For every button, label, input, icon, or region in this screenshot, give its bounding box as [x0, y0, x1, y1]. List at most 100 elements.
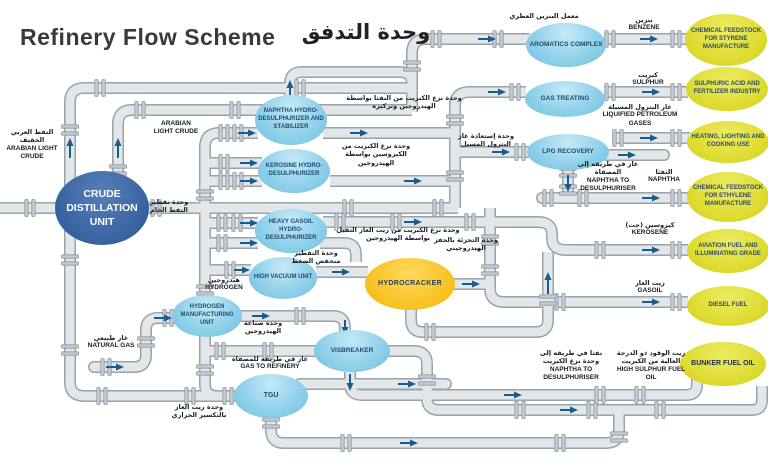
product-label: BUNKER FUEL OIL	[691, 360, 755, 368]
unit-label: HYDROCRACKER	[378, 280, 442, 288]
label-high-sulphur-fuel-oil: زيت الوقود ذو الدرجة العالية من الكبريت …	[612, 349, 690, 383]
label-ar: غاز في طريقه إلى المصفاة	[577, 160, 639, 177]
unit-visbreaker: VISBREAKER	[314, 330, 390, 372]
unit-high-vacuum: HIGH VACUUM UNIT	[249, 257, 317, 299]
label-arabian-light-crude-left: النفط العربي الخفيف ARABIAN LIGHT CRUDE	[6, 128, 58, 162]
label-hydrocracker-arabic: وحدة التجزئة بالحفز الهيدروجيني	[432, 236, 500, 253]
label-naphtha-to-desulphuriser-bottom: نفثا في طريقه إلى وحدة نزع الكبريت NAPHT…	[536, 349, 606, 383]
unit-label: GAS TREATING	[540, 94, 590, 102]
unit-tgu: TGU	[234, 374, 308, 418]
product-label: CHEMICAL FEEDSTOCK FOR STYRENE MANUFACTU…	[690, 28, 762, 50]
label-cdu-arabic: وحدة تقطير النفط الخام	[144, 198, 194, 215]
label-en: HIGH SULPHUR FUEL OIL	[616, 365, 686, 382]
product-label: CHEMICAL FEEDSTOCK FOR ETHYLENE MANUFACT…	[692, 185, 764, 207]
unit-label: CRUDE DISTILLATION UNIT	[66, 187, 138, 229]
unit-label: HIGH VACUUM UNIT	[253, 274, 313, 281]
label-ar: زيت الغاز	[635, 279, 665, 287]
page-title-arabic: وحدة التدفق	[301, 20, 431, 44]
label-arabian-light-crude-mid: ARABIAN LIGHT CRUDE	[152, 120, 200, 137]
label-en: NAPHTHA	[648, 176, 680, 184]
label-en: NAPHTHA TO DESULPHURISER	[580, 176, 636, 193]
label-naphtha-hds-arabic: وحدة نزع الكبريت من النفثا بواسطة الهيدر…	[342, 94, 466, 111]
label-ar: النفثا	[655, 168, 673, 176]
unit-label: LPG RECOVERY	[542, 147, 594, 155]
product-label: DIESEL FUEL	[708, 302, 748, 309]
product-label: AVIATION FUEL AND ILLUMINATING GRADE	[695, 243, 761, 257]
unit-hydrogen-manufacturing: HYDROGEN MANUFACTURING UNIT	[172, 295, 242, 337]
label-lpg-recovery-arabic: وحدة إستعادة غاز البترول المسيل	[448, 132, 524, 149]
label-ar: غاز البترول المسيلة	[608, 103, 672, 111]
unit-label: VISBREAKER	[330, 346, 374, 354]
unit-label: TGU	[263, 392, 279, 400]
label-ar: هيدروجين	[208, 276, 240, 284]
label-ar: كيروسين (جت)	[625, 221, 675, 229]
product-label: HEATING, LIGHTING AND COOKING USE	[691, 134, 765, 148]
unit-label: HEAVY GASOIL HYDRO-DESULPHURIZER	[265, 219, 317, 241]
product-diesel-fuel: DIESEL FUEL	[687, 286, 768, 326]
label-ar: زيت الوقود ذو الدرجة العالية من الكبريت	[616, 349, 686, 366]
label-ar: وحدة نزع الكبريت من النفثا بواسطة الهيدر…	[346, 94, 462, 111]
label-kerosene: كيروسين (جت) KEROSENE	[620, 221, 680, 238]
label-ar: وحدة التجزئة بالحفز الهيدروجيني	[433, 236, 498, 253]
unit-label: HYDROGEN MANUFACTURING UNIT	[180, 304, 234, 326]
product-heating-lighting: HEATING, LIGHTING AND COOKING USE	[687, 121, 768, 163]
unit-lpg-recovery: LPG RECOVERY	[527, 134, 609, 170]
label-en: HYDROGEN	[205, 284, 243, 292]
product-aviation-fuel: AVIATION FUEL AND ILLUMINATING GRADE	[687, 229, 768, 273]
label-ar: وحدة تقطير النفط الخام	[149, 198, 189, 215]
unit-hydrocracker: HYDROCRACKER	[365, 258, 455, 310]
label-ar: وحدة زيت الغاز بالتكسير الحراري	[171, 403, 227, 420]
unit-naphtha-hydro-desulphurizer: NAPHTHA HYDRO-DESULPHURIZER AND STABILIZ…	[255, 95, 327, 145]
label-en: ARABIAN LIGHT CRUDE	[6, 144, 58, 161]
label-en: BENZENE	[628, 24, 660, 32]
product-sulphuric-acid: SULPHURIC ACID AND FERTILIZER INDUSTRY	[686, 67, 768, 111]
label-en: GAS TO REFINERY	[240, 363, 300, 371]
label-ar: وحدة التقطير منخفض الضغط	[291, 249, 341, 266]
unit-gas-treating: GAS TREATING	[525, 81, 605, 117]
label-ar: النفط العربي الخفيف	[10, 128, 54, 145]
label-kerosine-hds-arabic: وحدة نزع الكبريت من الكيروسين بواسطة اله…	[330, 142, 422, 167]
label-benzene: بنزين BENZENE	[618, 16, 670, 33]
product-ethylene-feedstock: CHEMICAL FEEDSTOCK FOR ETHYLENE MANUFACT…	[687, 172, 768, 222]
label-hydrogen-mfg-arabic: وحدة صناعة الهيدروجين	[234, 319, 292, 336]
label-aromatics-arabic: معمل البنزين العطري	[504, 12, 584, 20]
label-ar: بنزين	[635, 16, 653, 24]
label-en: ARABIAN LIGHT CRUDE	[153, 120, 199, 136]
product-label: SULPHURIC ACID AND FERTILIZER INDUSTRY	[693, 81, 761, 95]
page-title: Refinery Flow Scheme	[20, 24, 276, 50]
product-styrene-feedstock: CHEMICAL FEEDSTOCK FOR STYRENE MANUFACTU…	[685, 14, 767, 66]
unit-label: NAPHTHA HYDRO-DESULPHURIZER AND STABILIZ…	[258, 108, 324, 130]
unit-label: AROMATICS COMPLEX	[529, 40, 603, 48]
unit-aromatics-complex: AROMATICS COMPLEX	[526, 23, 606, 67]
label-en: NATURAL GAS	[87, 342, 135, 350]
label-en: GASOIL	[637, 287, 663, 295]
label-en: KEROSENE	[631, 229, 669, 237]
label-tgu-arabic: وحدة زيت الغاز بالتكسير الحراري	[170, 403, 228, 420]
label-natural-gas: غاز طبيعي NATURAL GAS	[82, 334, 140, 351]
label-ar: معمل البنزين العطري	[509, 12, 579, 20]
label-ar: غاز طبيعي	[93, 334, 129, 342]
label-gas-to-refinery: غاز في طريقه للمصفاة GAS TO REFINERY	[230, 355, 310, 372]
label-ar: وحدة صناعة الهيدروجين	[243, 319, 283, 336]
label-ar: غاز في طريقه للمصفاة	[231, 355, 309, 363]
label-hydrogen: هيدروجين HYDROGEN	[196, 276, 252, 293]
label-naphtha-to-desulphuriser-mid: غاز في طريقه إلى المصفاة NAPHTHA TO DESU…	[576, 160, 640, 194]
label-en: LIQUIFIED PETROLEUM GASES	[602, 111, 678, 127]
unit-crude-distillation: CRUDE DISTILLATION UNIT	[55, 171, 149, 245]
label-high-vacuum-arabic: وحدة التقطير منخفض الضغط	[284, 249, 348, 266]
flow-arrows	[66, 35, 660, 447]
label-naphtha: النفثا NAPHTHA	[644, 168, 684, 185]
unit-label: KEROSINE HYDRO-DESULPHURIZER	[265, 163, 323, 177]
product-bunker-fuel-oil: BUNKER FUEL OIL	[680, 342, 766, 386]
label-ar: كبريت	[638, 71, 658, 79]
unit-heavy-gasoil-hydro-desulphurizer: HEAVY GASOIL HYDRO-DESULPHURIZER	[255, 209, 327, 253]
label-heavy-gasoil-hds-arabic: وحدة نزع الكبريت من زيت الغاز الثقيل بوا…	[328, 226, 468, 243]
label-ar: نفثا في طريقه إلى وحدة نزع الكبريت	[539, 349, 603, 366]
label-ar: وحدة نزع الكبريت من زيت الغاز الثقيل بوا…	[336, 226, 460, 243]
unit-kerosine-hydro-desulphurizer: KEROSINE HYDRO-DESULPHURIZER	[258, 149, 330, 193]
label-lpg-gases: غاز البترول المسيلة LIQUIFIED PETROLEUM …	[602, 103, 678, 128]
label-ar: وحدة نزع الكبريت من الكيروسين بواسطة اله…	[341, 142, 411, 167]
label-en: SULPHUR	[632, 79, 664, 87]
